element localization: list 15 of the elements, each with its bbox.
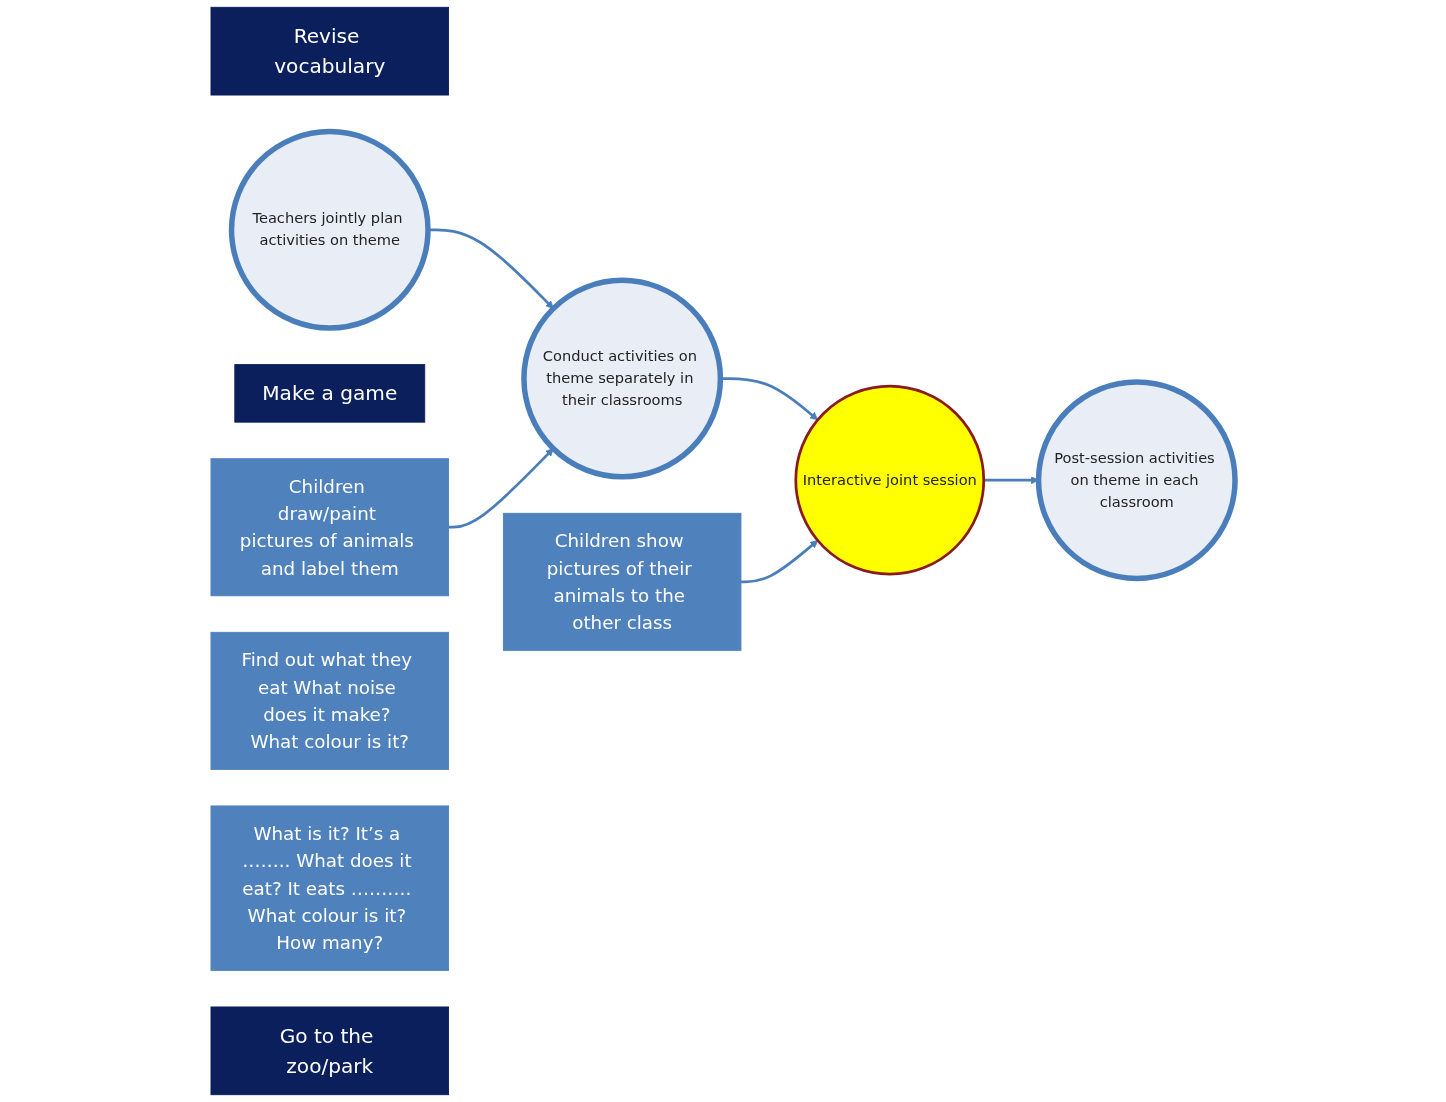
node-circle: Conduct activities on theme separately in their classrooms: [521, 277, 724, 480]
arrow: [720, 377, 819, 421]
arrow: [428, 228, 554, 309]
node-box: Children draw/paint pictures of animals and label them: [210, 458, 449, 597]
arrow: [448, 448, 554, 529]
node-box: What is it? It’s a …….. What does it eat? It eats ………. What colour is it? How many?: [210, 805, 449, 971]
node-circle: Post-session activities on theme in each classroom: [1035, 379, 1238, 582]
node-box: Revise vocabulary: [210, 6, 449, 96]
node-box: Children show pictures of their animals to the other class: [502, 512, 742, 651]
node-circle: Teachers jointly plan activities on theme: [228, 128, 431, 331]
node-box: Find out what they eat What noise does it make? What colour is it?: [210, 631, 449, 770]
node-box: Go to the zoo/park: [210, 1006, 449, 1096]
node-box: Make a game: [234, 364, 426, 423]
arrow: [740, 540, 819, 584]
node-circle: Interactive joint session: [794, 384, 986, 576]
